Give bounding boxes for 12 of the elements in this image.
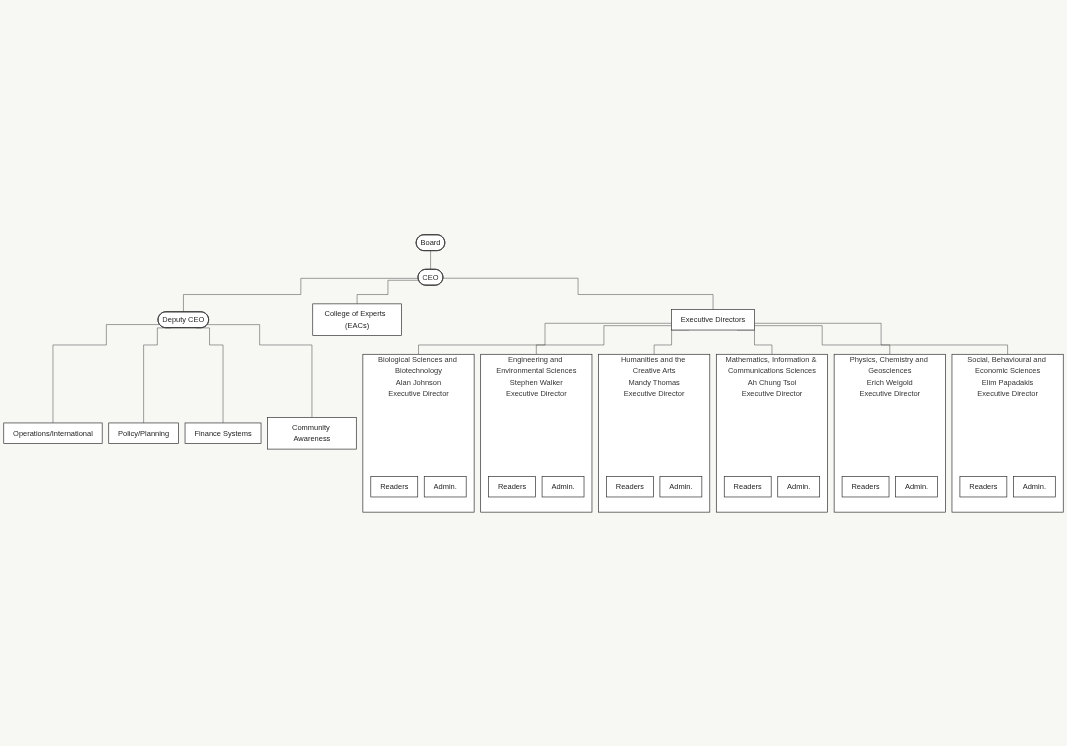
connector — [442, 277, 714, 310]
connector — [536, 324, 672, 355]
connector — [143, 327, 172, 423]
connector — [356, 279, 420, 304]
connector — [52, 323, 160, 423]
connector — [430, 250, 431, 270]
connector — [754, 322, 1008, 355]
connector — [418, 322, 672, 355]
connector — [207, 323, 313, 418]
connector — [183, 277, 419, 312]
connector — [754, 324, 891, 355]
connector — [195, 327, 224, 423]
